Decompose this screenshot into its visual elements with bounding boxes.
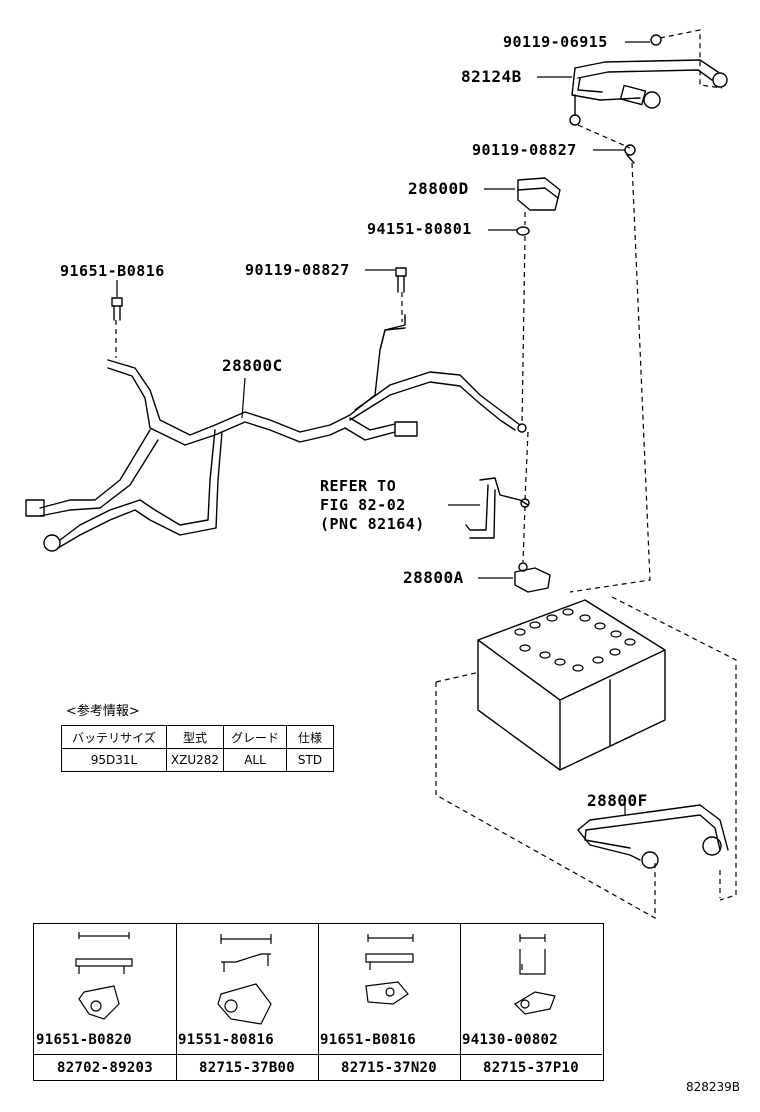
spec-header-battery-size: バッテリサイズ bbox=[61, 725, 167, 749]
bracket-1-part: 82702-89203 bbox=[34, 1054, 176, 1076]
spec-title: <参考情報> bbox=[66, 704, 140, 719]
spec-header-spec: 仕様 bbox=[286, 725, 334, 749]
spec-data-row: 95D31L XZU282 ALL STD bbox=[61, 748, 334, 772]
label-90119-08827-top: 90119-08827 bbox=[472, 141, 577, 159]
spec-table: バッテリサイズ 型式 グレード 仕様 95D31L XZU282 ALL STD bbox=[61, 725, 334, 772]
label-28800a: 28800A bbox=[403, 568, 464, 587]
bracket-1-bolt: 91651-B0820 bbox=[36, 1032, 133, 1048]
bracket-4-drawing bbox=[514, 934, 556, 1015]
spec-cell-model: XZU282 bbox=[166, 748, 224, 772]
refer-line-1: REFER TO bbox=[320, 477, 397, 495]
spec-cell-battery-size: 95D31L bbox=[61, 748, 167, 772]
refer-line-2: FIG 82-02 bbox=[320, 496, 406, 514]
spec-header-grade: グレード bbox=[223, 725, 287, 749]
bracket-box-1: 91651-B0820 82702-89203 bbox=[34, 924, 177, 1080]
label-28800c: 28800C bbox=[222, 356, 283, 375]
label-91651-b0816: 91651-B0816 bbox=[60, 262, 165, 280]
bracket-3-part: 82715-37N20 bbox=[318, 1054, 460, 1076]
bracket-3-drawing bbox=[365, 934, 414, 1005]
bracket-4-part: 82715-37P10 bbox=[460, 1054, 602, 1076]
spec-header-row: バッテリサイズ 型式 グレード 仕様 bbox=[61, 725, 334, 749]
bracket-box-3: 91651-B0816 82715-37N20 bbox=[318, 924, 461, 1080]
label-28800f: 28800F bbox=[587, 791, 648, 810]
bracket-2-bolt: 91551-80816 bbox=[178, 1032, 275, 1048]
bracket-2-part: 82715-37B00 bbox=[176, 1054, 318, 1076]
label-28800d: 28800D bbox=[408, 179, 469, 198]
spec-cell-spec: STD bbox=[286, 748, 334, 772]
bracket-box-2: 91551-80816 82715-37B00 bbox=[176, 924, 319, 1080]
label-90119-08827-mid: 90119-08827 bbox=[245, 261, 350, 279]
bracket-3-bolt: 91651-B0816 bbox=[320, 1032, 417, 1048]
bracket-1-drawing bbox=[75, 932, 133, 1020]
spec-cell-grade: ALL bbox=[223, 748, 287, 772]
bracket-box-row: 91651-B0820 82702-89203 91551-80816 8271… bbox=[33, 923, 604, 1081]
label-90119-06915: 90119-06915 bbox=[503, 33, 608, 51]
bracket-4-nut: 94130-00802 bbox=[462, 1032, 559, 1048]
diagram-code: 828239B bbox=[686, 1080, 741, 1094]
spec-header-model: 型式 bbox=[166, 725, 224, 749]
bracket-box-4: 94130-00802 82715-37P10 bbox=[460, 924, 602, 1080]
bracket-2-drawing bbox=[217, 934, 272, 1025]
label-94151-80801: 94151-80801 bbox=[367, 220, 472, 238]
refer-line-3: (PNC 82164) bbox=[320, 515, 425, 533]
label-82124b: 82124B bbox=[461, 67, 522, 86]
